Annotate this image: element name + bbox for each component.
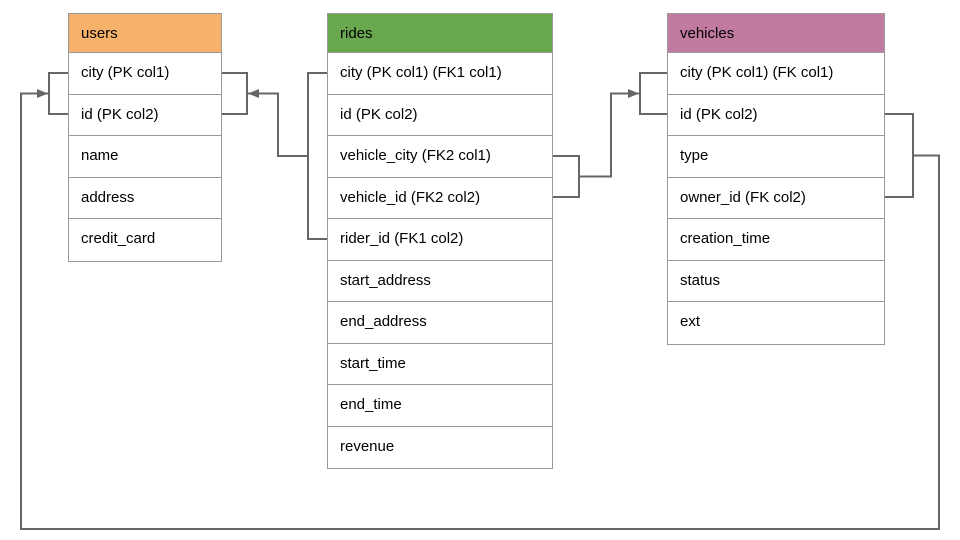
- column-label: id (PK col2): [340, 105, 418, 123]
- table-users: users city (PK col1) id (PK col2) name addr…: [68, 13, 222, 262]
- column-label: rider_id (FK1 col2): [340, 230, 464, 247]
- column-row: city (PK col1) (FK col1): [668, 53, 884, 95]
- column-row: start_time: [328, 343, 552, 385]
- table-body: city (PK col1) (FK1 col1) id (PK col2) veh…: [328, 53, 552, 468]
- bracket-rides-left: [307, 72, 327, 240]
- column-row: id (PK col2): [328, 94, 552, 136]
- column-row: address: [69, 177, 221, 219]
- column-label: end_time: [340, 396, 402, 413]
- column-label: id (PK col2): [680, 105, 758, 123]
- column-row: id (PK col2): [69, 94, 221, 136]
- column-row: end_address: [328, 302, 552, 344]
- table-vehicles: vehicles city (PK col1) (FK col1) id (PK …: [667, 13, 885, 345]
- fk-arrow-rides-to-vehicles: [579, 89, 639, 178]
- column-row: city (PK col1) (FK1 col1): [328, 53, 552, 95]
- table-title: vehicles: [680, 25, 735, 42]
- column-label: start_address: [340, 271, 431, 289]
- column-label: type: [680, 147, 709, 164]
- table-title: rides: [340, 25, 373, 42]
- table-title: users: [81, 25, 118, 42]
- column-label: credit_card: [81, 230, 156, 247]
- table-header: rides: [328, 14, 552, 53]
- fk-arrow-rides-to-users: [248, 89, 308, 157]
- bracket-vehicles-right: [885, 113, 914, 198]
- column-label: revenue: [340, 437, 395, 455]
- column-label: address: [81, 188, 135, 206]
- column-row: revenue: [328, 426, 552, 468]
- column-row: start_address: [328, 260, 552, 302]
- column-row: ext: [668, 302, 884, 344]
- column-label: status: [680, 271, 721, 289]
- table-header: vehicles: [668, 14, 884, 53]
- column-row: owner_id (FK col2): [668, 177, 884, 219]
- column-label: vehicle_city (FK2 col1): [340, 147, 491, 164]
- table-rides: rides city (PK col1) (FK1 col1) id (PK co…: [327, 13, 553, 469]
- column-label: city (PK col1): [81, 64, 170, 81]
- column-row: rider_id (FK1 col2): [328, 219, 552, 261]
- column-row: status: [668, 260, 884, 302]
- column-row: end_time: [328, 385, 552, 427]
- bracket-rides-right: [553, 155, 580, 198]
- column-row: city (PK col1): [69, 53, 221, 95]
- column-label: name: [81, 147, 119, 164]
- column-row: vehicle_id (FK2 col2): [328, 177, 552, 219]
- fk-arrow-vehicles-to-users: [20, 89, 940, 530]
- column-label: vehicle_id (FK2 col2): [340, 188, 481, 206]
- column-row: type: [668, 136, 884, 178]
- column-label: owner_id (FK col2): [680, 188, 806, 206]
- table-header: users: [69, 14, 221, 53]
- column-row: credit_card: [69, 219, 221, 261]
- column-row: name: [69, 136, 221, 178]
- bracket-users-left: [48, 72, 68, 115]
- column-label: end_address: [340, 313, 427, 330]
- bracket-vehicles-left: [639, 72, 667, 115]
- column-row: creation_time: [668, 219, 884, 261]
- table-body: city (PK col1) (FK col1) id (PK col2) type…: [668, 53, 884, 344]
- column-label: city (PK col1) (FK1 col1): [340, 64, 502, 81]
- column-label: creation_time: [680, 230, 771, 247]
- column-label: ext: [680, 313, 701, 330]
- column-row: vehicle_city (FK2 col1): [328, 136, 552, 178]
- column-row: id (PK col2): [668, 94, 884, 136]
- column-label: city (PK col1) (FK col1): [680, 64, 834, 81]
- column-label: id (PK col2): [81, 105, 159, 123]
- column-label: start_time: [340, 354, 406, 372]
- table-body: city (PK col1) id (PK col2) name address cre…: [69, 53, 221, 261]
- bracket-users-right: [222, 72, 248, 115]
